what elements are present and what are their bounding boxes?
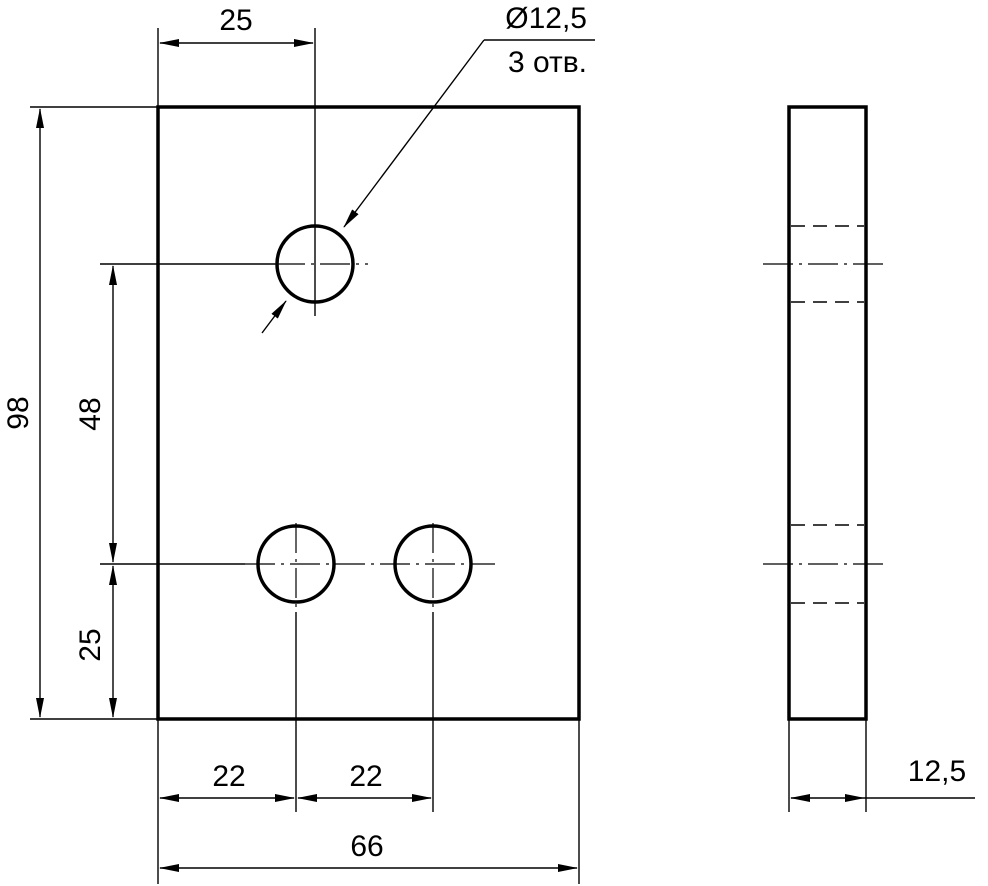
dimension-texts: 25 Ø12,5 3 отв. 98 48 25 22 22 66 12,5	[2, 2, 966, 863]
dim-text-98: 98	[2, 396, 35, 429]
front-view	[156, 28, 581, 721]
plate-outline	[156, 105, 581, 721]
dim-text-diameter: Ø12,5	[505, 2, 587, 35]
dim-text-22-left: 22	[212, 760, 245, 793]
dimension-lines	[36, 39, 975, 872]
dim-text-22-right: 22	[349, 760, 382, 793]
dim-text-66: 66	[350, 830, 383, 863]
dim-text-thickness: 12,5	[908, 755, 966, 788]
diameter-leader	[261, 39, 595, 334]
dim-text-hole-count: 3 отв.	[508, 46, 587, 79]
extension-lines	[30, 28, 867, 884]
dim-text-48: 48	[74, 397, 107, 430]
side-view	[763, 105, 885, 721]
dim-text-bottom-25: 25	[74, 628, 107, 661]
dim-text-top-25: 25	[219, 4, 252, 37]
side-outline	[787, 105, 868, 721]
